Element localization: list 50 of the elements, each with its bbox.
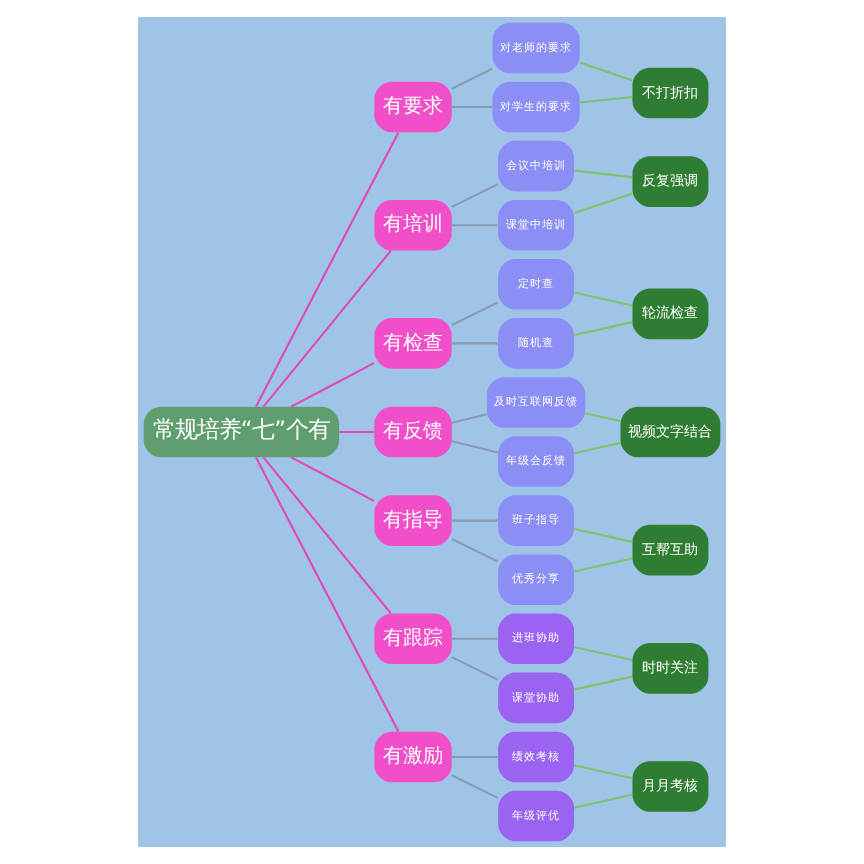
connector <box>451 538 499 563</box>
connector <box>451 519 498 522</box>
node-box: 有培训 <box>374 199 452 251</box>
connector <box>451 301 499 326</box>
connector <box>451 413 487 424</box>
node-box: 轮流检查 <box>632 288 709 340</box>
connector <box>573 441 621 455</box>
connector <box>255 131 400 407</box>
node-box: 互帮互助 <box>632 524 709 576</box>
connector <box>585 412 621 423</box>
connector <box>451 774 499 799</box>
connector <box>451 755 498 758</box>
node-box: 视频文字结合 <box>620 406 721 458</box>
node-box: 有要求 <box>374 81 452 133</box>
connector <box>451 67 493 90</box>
connector <box>573 291 633 307</box>
node-box: 不打折扣 <box>632 67 709 119</box>
connector <box>451 106 493 109</box>
node-box: 时时关注 <box>632 643 709 694</box>
connector <box>262 250 392 408</box>
connector <box>573 793 633 809</box>
connector <box>573 557 633 573</box>
connector <box>451 656 499 681</box>
connector <box>451 183 499 208</box>
connector <box>255 457 400 733</box>
connector <box>290 456 375 502</box>
connector <box>573 646 633 662</box>
node-box: 有指导 <box>374 495 452 546</box>
connector <box>574 169 633 179</box>
connector <box>339 430 375 434</box>
connector <box>451 440 498 454</box>
connector <box>579 61 633 82</box>
node-box: 有跟踪 <box>374 613 452 665</box>
connector <box>290 362 375 408</box>
connector <box>573 321 633 337</box>
connector <box>579 95 633 104</box>
node-box: 月月考核 <box>632 761 709 812</box>
connector <box>573 764 633 780</box>
node-box: 有反馈 <box>374 406 452 458</box>
connector <box>573 675 633 691</box>
node-box: 有检查 <box>374 318 452 369</box>
connector <box>573 192 633 215</box>
connector <box>451 342 498 345</box>
connector <box>573 527 633 543</box>
node-box: 有激励 <box>374 731 452 783</box>
connector <box>451 637 498 640</box>
node-box: 反复强调 <box>632 156 709 207</box>
connector <box>451 224 498 227</box>
node-box: 常规培养“七”个有 <box>143 406 340 458</box>
connector <box>262 456 392 614</box>
